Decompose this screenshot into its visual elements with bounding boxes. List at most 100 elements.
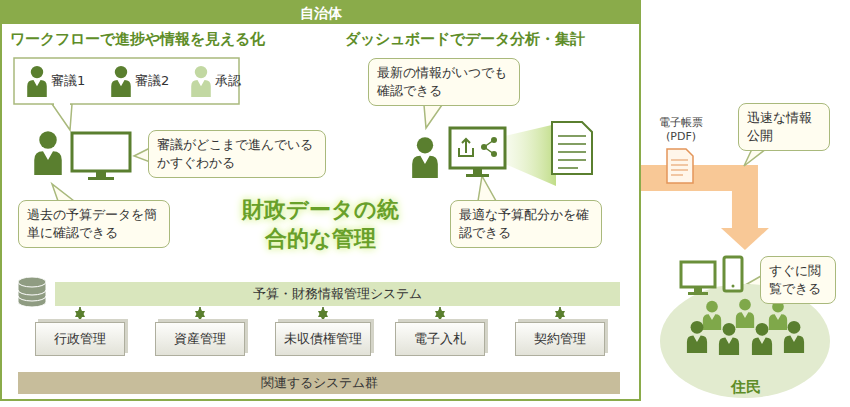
callout-box: 最適な予算配分かを確認できる [450, 200, 602, 248]
workflow-frame [14, 58, 239, 130]
publish-arrowhead [721, 228, 769, 250]
pdf-document [667, 149, 693, 183]
callout-tail [424, 105, 442, 128]
dashboard-monitor [466, 174, 489, 177]
dashboard-monitor [450, 128, 505, 177]
database-icon [18, 290, 46, 301]
monitor-icon [72, 133, 130, 171]
node-text: 最適な予算配分かを確認できる [459, 206, 593, 242]
monitor-icon [88, 177, 114, 180]
section-heading: ワークフローで進捗や情報を見える化 [10, 30, 310, 49]
person-icon [110, 64, 132, 98]
resident-icons [687, 299, 804, 355]
resident-icons [769, 301, 787, 330]
workflow-frame [14, 58, 239, 104]
dashboard-monitor [473, 168, 482, 174]
workflow-frame [52, 104, 72, 130]
system-box: 契約管理 [515, 322, 605, 356]
person-icon [190, 64, 212, 98]
node-text: 過去の予算データを簡単に確認できる [27, 206, 161, 242]
system-box: 資産管理 [155, 322, 245, 356]
connector [439, 307, 441, 321]
pdf-document [671, 160, 688, 175]
connector [322, 307, 324, 321]
publish-arrow [641, 178, 745, 229]
node-text: 最新の情報がいつでも確認できる [377, 64, 511, 100]
pdf-document [667, 149, 693, 183]
workflow-frame [54, 102, 70, 106]
person-icon [27, 66, 47, 97]
node-text: 審議2 [135, 72, 169, 90]
system-band: 予算・財務情報管理システム [55, 282, 620, 306]
device-icons [681, 257, 742, 295]
report-document [552, 122, 592, 174]
system-box: 未収債権管理 [275, 322, 371, 356]
staff-icon [34, 131, 62, 175]
device-icons [681, 262, 715, 287]
report-document [558, 136, 586, 168]
resident-icons [752, 323, 772, 355]
node-text: 資産管理 [174, 330, 226, 348]
node-text: 審議がどこまで進んでいるかすぐわかる [157, 136, 317, 172]
person-icon [191, 66, 211, 97]
callout-tail [744, 149, 766, 166]
person-icon [26, 64, 48, 98]
document-label: 電子帳票 (PDF) [646, 116, 716, 145]
callout-box: 迅速な情報公開 [738, 103, 830, 151]
node-text: 契約管理 [534, 330, 586, 348]
callout-tail [52, 184, 74, 201]
callout-tail [478, 176, 496, 201]
resident-icons [687, 321, 707, 353]
connector [79, 307, 81, 321]
analyst-icon [412, 137, 438, 178]
resident-icons [736, 299, 754, 328]
dashboard-monitor [450, 128, 505, 168]
system-box: 行政管理 [35, 322, 125, 356]
database-icon [18, 277, 46, 287]
panel-header: 自治体 [2, 2, 639, 24]
node-text: 迅速な情報公開 [747, 109, 821, 145]
device-icons [732, 285, 735, 288]
connector [199, 307, 201, 321]
node-text: 行政管理 [54, 330, 106, 348]
light-beam [505, 124, 556, 186]
staff-icon [34, 131, 62, 175]
callout-box: 最新の情報がいつでも確認できる [368, 58, 520, 106]
node-text: 審議1 [51, 72, 85, 90]
publish-arrow [641, 178, 769, 250]
resident-icons [687, 321, 804, 355]
report-document [552, 122, 592, 174]
monitor-icon [72, 133, 130, 180]
center-title: 財政データの統合的な管理 [240, 196, 400, 253]
database-icon [18, 277, 46, 307]
workflow-step: 承認 [190, 64, 238, 98]
device-icons [688, 292, 708, 295]
resident-icons [703, 301, 721, 330]
workflow-step: 審議1 [26, 64, 88, 98]
node-text: 電子入札 [414, 330, 466, 348]
callout-box: 審議がどこまで進んでいるかすぐわかる [148, 130, 326, 178]
device-icons [724, 257, 742, 291]
node-text: 予算・財務情報管理システム [253, 285, 422, 303]
person-icon [111, 66, 131, 97]
related-systems-bar: 関連するシステム群 [18, 372, 620, 394]
node-text: 関連するシステム群 [261, 374, 378, 392]
dashboard-monitor [491, 151, 497, 157]
dashboard-monitor [481, 144, 487, 150]
monitor-icon [96, 171, 106, 177]
residents-group: 住民 [660, 250, 832, 402]
device-icons [694, 287, 702, 292]
analyst-icon [412, 137, 438, 178]
node-text: すぐに閲覧できる [769, 262, 827, 298]
callout-tail [52, 105, 766, 290]
node-text: 未収債権管理 [284, 330, 362, 348]
workflow-step: 審議2 [110, 64, 172, 98]
node-text: 承認 [215, 72, 241, 90]
connector [559, 307, 561, 321]
dashboard-monitor [459, 139, 473, 156]
callout-box: すぐに閲覧できる [760, 256, 836, 304]
resident-icons [784, 321, 804, 353]
resident-icons [719, 323, 739, 355]
dashboard-monitor [491, 137, 497, 143]
